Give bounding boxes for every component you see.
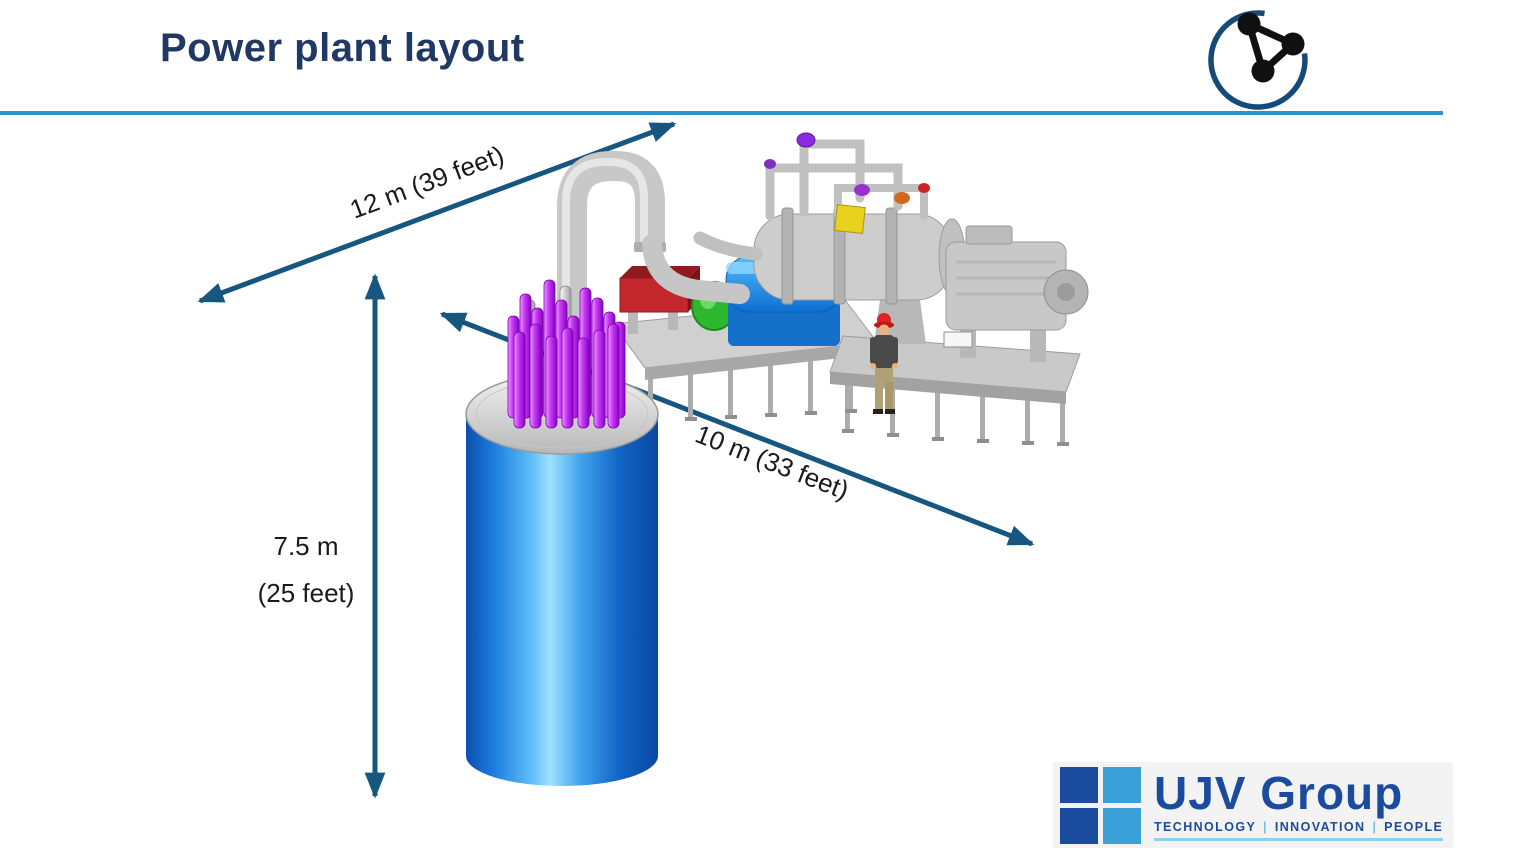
company-emblem-icon bbox=[1208, 10, 1308, 110]
tagline-word: PEOPLE bbox=[1384, 820, 1444, 835]
frame-feet bbox=[645, 409, 1069, 446]
generator bbox=[943, 225, 1089, 348]
control-rods bbox=[507, 279, 626, 429]
page-title: Power plant layout bbox=[160, 26, 525, 70]
tagline-separator: | bbox=[1372, 820, 1378, 835]
valves bbox=[764, 132, 930, 234]
company-name: UJV Group bbox=[1154, 766, 1404, 819]
tagline-word: TECHNOLOGY bbox=[1154, 820, 1257, 835]
header-divider bbox=[0, 111, 1443, 115]
turbine-skid bbox=[554, 132, 1089, 446]
molecule-atoms bbox=[1237, 12, 1305, 83]
logo-square-tr bbox=[1103, 766, 1141, 803]
dimension-label-height-m: 7.5 m bbox=[273, 531, 339, 561]
company-tagline: TECHNOLOGY | INNOVATION | PEOPLE bbox=[1154, 820, 1444, 842]
logo-square-bl bbox=[1060, 807, 1098, 844]
dimension-arrow-width bbox=[197, 121, 677, 304]
dimension-label-height-ft: (25 feet) bbox=[257, 578, 355, 608]
footer-logo: UJV Group TECHNOLOGY | INNOVATION | PEOPLE bbox=[1053, 762, 1453, 848]
logo-square-br bbox=[1103, 807, 1141, 844]
gray-vessel bbox=[753, 207, 966, 305]
worker-figure bbox=[870, 313, 898, 414]
ujv-logo-icon bbox=[1060, 766, 1141, 844]
emblem-arc bbox=[1208, 10, 1308, 110]
overhead-piping bbox=[642, 139, 928, 304]
tagline-word: INNOVATION bbox=[1274, 820, 1366, 835]
tagline-separator: | bbox=[1263, 820, 1268, 835]
logo-square-tl bbox=[1060, 766, 1098, 803]
logo-text: UJV Group TECHNOLOGY | INNOVATION | PEOPLE bbox=[1154, 766, 1444, 842]
reactor-vessel bbox=[465, 373, 659, 786]
